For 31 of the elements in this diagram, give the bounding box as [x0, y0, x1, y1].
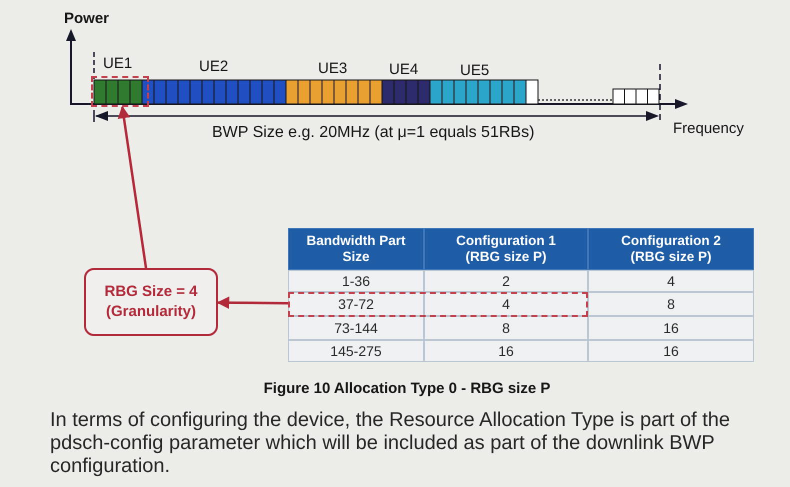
table-cell: 2 — [424, 270, 588, 292]
table-header-cell: Configuration 1 (RBG size P) — [424, 228, 588, 270]
ue-label: UE5 — [460, 62, 490, 80]
table-cell: 16 — [588, 316, 754, 340]
table-cell: 145-275 — [288, 340, 424, 362]
ue-label: UE2 — [199, 58, 228, 76]
axis-label: Frequency — [673, 120, 744, 138]
ue-label: UE4 — [389, 61, 418, 78]
table-cell: 8 — [424, 316, 588, 340]
arrow — [216, 296, 288, 309]
callout-text: RBG Size = 4 (Granularity) — [104, 282, 198, 322]
table-cell: 37-72 — [288, 292, 424, 316]
table-cell: 73-144 — [288, 316, 424, 340]
table-cell: 16 — [424, 340, 588, 362]
table-cell: 4 — [588, 270, 754, 292]
figure-caption: Figure 10 Allocation Type 0 - RBG size P — [264, 380, 550, 398]
table-header-cell: Bandwidth Part Size — [288, 228, 424, 270]
dimension-label: BWP Size e.g. 20MHz (at μ=1 equals 51RBs) — [212, 124, 534, 142]
callout-box — [84, 268, 218, 336]
ue-label: UE3 — [318, 60, 348, 78]
table-header-cell: Configuration 2 (RBG size P) — [588, 228, 754, 270]
table-cell: 8 — [588, 292, 754, 316]
highlight-frame — [91, 76, 149, 107]
table-cell: 4 — [424, 292, 588, 316]
table-cell: 1-36 — [288, 270, 424, 292]
highlight-frame — [288, 292, 588, 317]
table-cell: 16 — [588, 340, 754, 362]
body-paragraph: In terms of configuring the device, the Resource Allocation Type is part of the pdsch-config parameter which will be included as part of the downlink BWP configuration. — [50, 409, 732, 478]
axis-label: Power — [64, 10, 110, 28]
arrow — [118, 106, 148, 268]
ue-label: UE1 — [103, 55, 132, 72]
